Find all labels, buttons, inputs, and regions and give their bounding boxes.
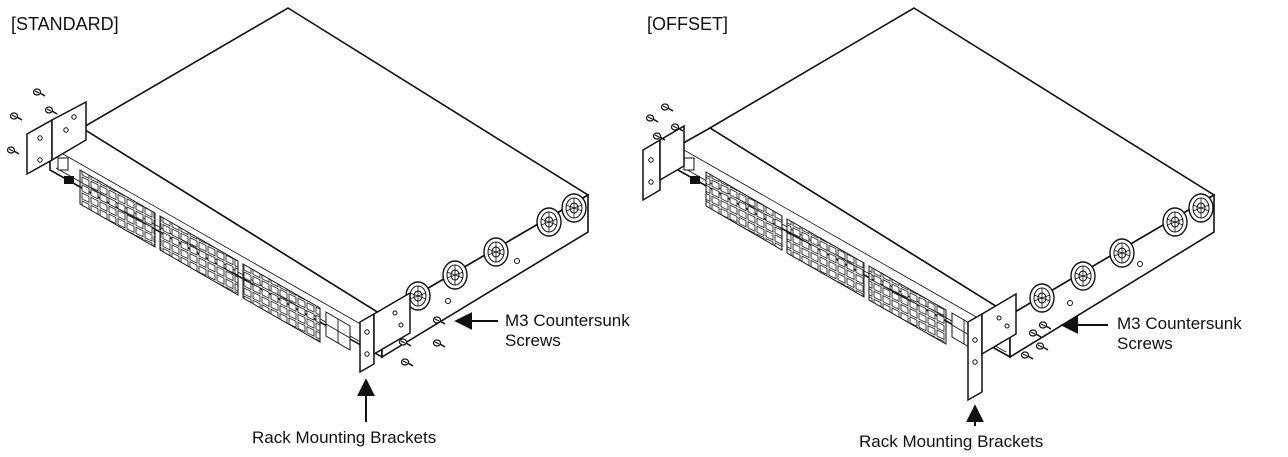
standard-switch (49, 7, 590, 359)
offset-right-bracket (967, 292, 1017, 402)
standard-screws-label-line2: Screws (505, 331, 561, 350)
standard-left-bracket (26, 100, 87, 176)
offset-left-bracket (642, 124, 685, 202)
standard-screws-label-line1: M3 Countersunk (505, 311, 630, 330)
offset-screws-label-line2: Screws (1117, 334, 1173, 353)
standard-right-bracket (359, 291, 411, 374)
offset-brackets-label: Rack Mounting Brackets (859, 432, 1044, 451)
offset-switch (677, 7, 1216, 359)
standard-brackets-label: Rack Mounting Brackets (252, 428, 437, 447)
offset-title: [OFFSET] (647, 14, 728, 34)
offset-screws-label-line1: M3 Countersunk (1117, 314, 1242, 333)
standard-title: [STANDARD] (11, 14, 119, 34)
